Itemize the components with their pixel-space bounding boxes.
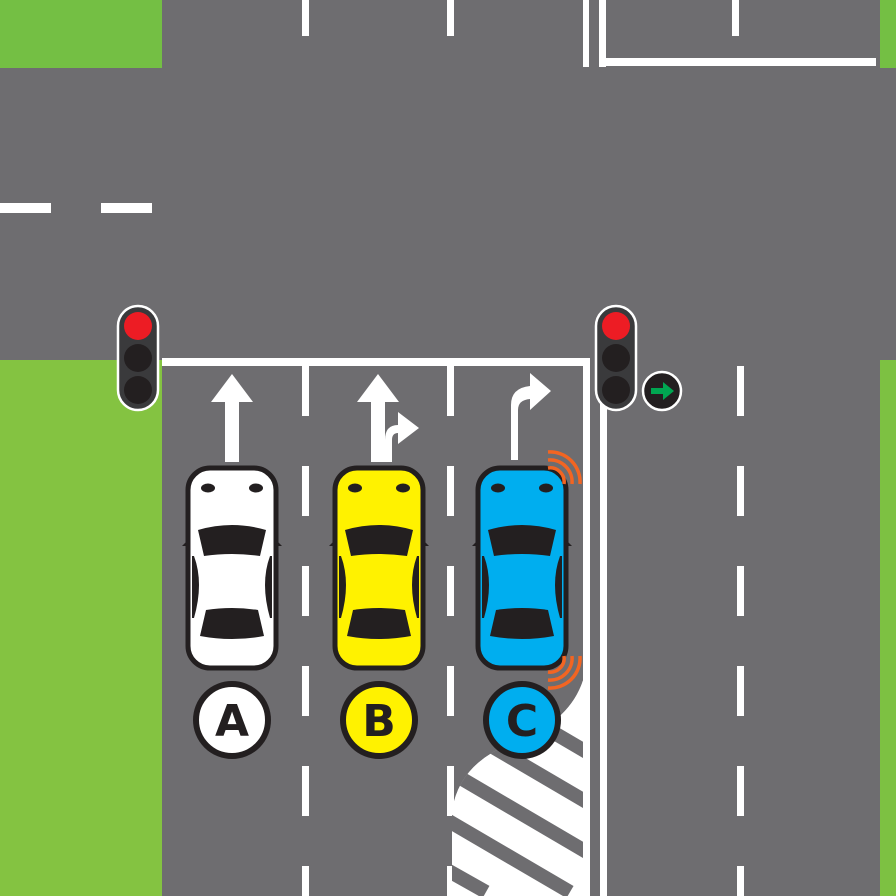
grass-bottom-right (880, 360, 896, 896)
grass-top-left (0, 0, 162, 68)
traffic-light-right (594, 304, 638, 412)
car-c (472, 468, 572, 668)
road-markings (0, 0, 876, 896)
red-light-icon (602, 312, 630, 340)
red-light-icon (124, 312, 152, 340)
lane-label-a-text: A (215, 696, 249, 747)
car-a (182, 468, 282, 668)
arrow-straight-right-lane-b (357, 374, 419, 462)
lane-label-b-text: B (362, 696, 396, 747)
arrow-right-turn-lane-c (511, 373, 551, 460)
traffic-light-left (116, 304, 160, 412)
grass-top-right (880, 0, 896, 68)
lane-label-b: B (340, 681, 418, 759)
sensor-waves-rear-icon (547, 655, 582, 690)
stop-line (162, 358, 590, 366)
grass-bottom-left (0, 360, 162, 896)
sensor-waves-front-icon (547, 450, 582, 485)
green-right-arrow-icon (641, 370, 683, 412)
lane-label-c: C (483, 681, 561, 759)
car-b (329, 468, 429, 668)
lane-label-c-text: C (506, 696, 538, 747)
arrow-straight-lane-a (211, 374, 253, 462)
lane-label-a: A (193, 681, 271, 759)
